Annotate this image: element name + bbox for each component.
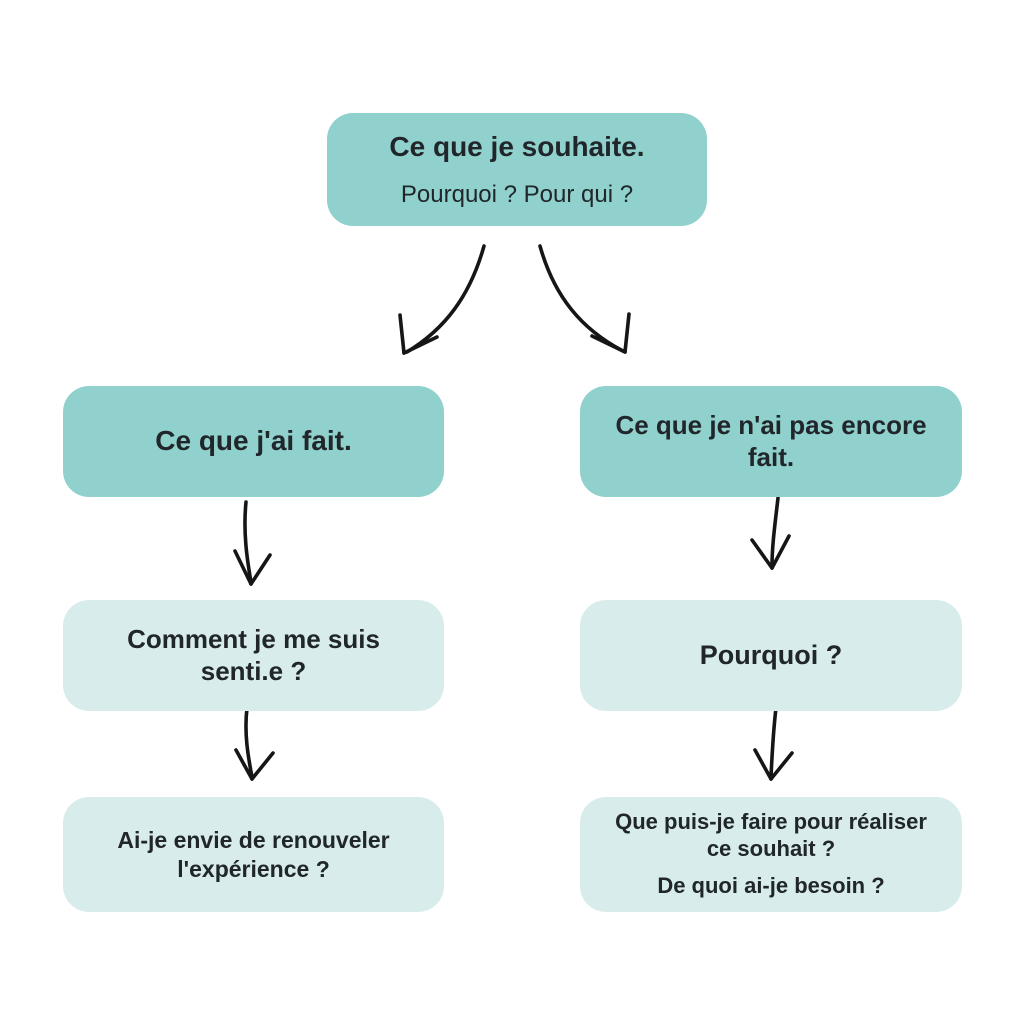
node-done-label: Ce que j'ai fait. <box>155 425 352 457</box>
node-done: Ce que j'ai fait. <box>63 386 444 497</box>
node-root-subtitle: Pourquoi ? Pour qui ? <box>400 180 634 208</box>
arrow-not-done-to-why <box>750 496 791 570</box>
node-actions-line2: De quoi ai-je besoin ? <box>657 872 885 898</box>
node-root-title: Ce que je souhaite. <box>389 130 645 162</box>
node-renew: Ai-je envie de renouveler l'expérience ? <box>63 797 444 912</box>
node-actions-line1: Que puis-je faire pour réaliser ce souha… <box>615 809 927 862</box>
node-renew-label: Ai-je envie de renouveler l'expérience ? <box>117 827 390 882</box>
node-feelings: Comment je me suis senti.e ? <box>63 600 444 711</box>
arrow-root-to-not-done <box>538 244 631 354</box>
node-feelings-label: Comment je me suis senti.e ? <box>127 623 380 686</box>
node-root: Ce que je souhaite. Pourquoi ? Pour qui … <box>327 113 707 226</box>
node-not-done: Ce que je n'ai pas encore fait. <box>580 386 962 497</box>
node-why-label: Pourquoi ? <box>699 640 843 671</box>
arrow-done-to-feelings <box>233 500 272 586</box>
node-why: Pourquoi ? <box>580 600 962 711</box>
arrow-feelings-to-renew <box>234 706 275 781</box>
node-not-done-label: Ce que je n'ai pas encore fait. <box>615 409 927 472</box>
arrow-why-to-actions <box>753 706 794 781</box>
arrow-root-to-done <box>398 244 486 355</box>
node-actions: Que puis-je faire pour réaliser ce souha… <box>580 797 962 912</box>
